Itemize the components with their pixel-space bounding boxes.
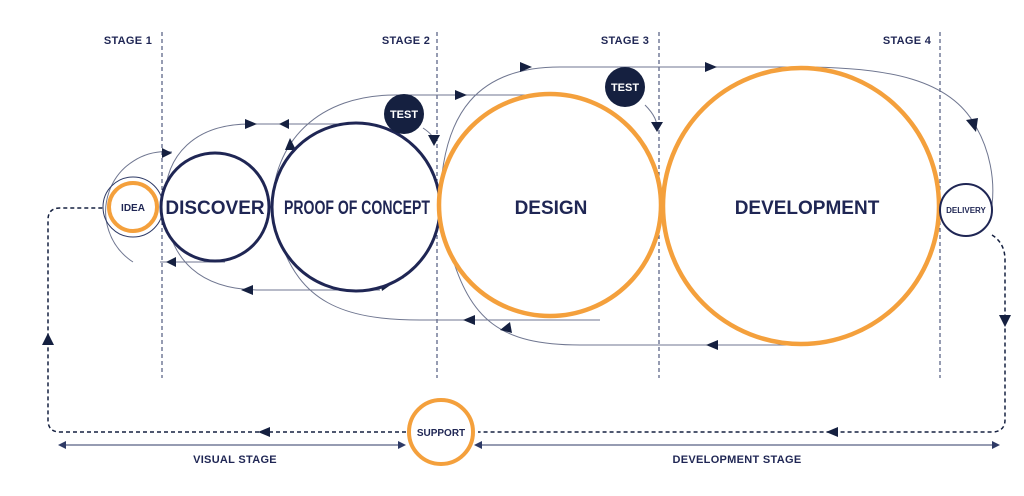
main-circles — [102, 65, 993, 347]
test-badges: TEST TEST — [384, 67, 645, 134]
support-circle — [407, 398, 475, 466]
test-badge-2 — [605, 67, 645, 107]
arrow-test2-down — [651, 122, 663, 132]
poc-bottom-path — [279, 239, 600, 321]
delivery-label: DELIVERY — [946, 206, 986, 215]
discover-label: DISCOVER — [165, 198, 265, 219]
design-top-path — [439, 66, 976, 211]
idea-circle — [107, 181, 159, 233]
delivery-right-path — [974, 124, 994, 206]
arrow-design-bottom-left — [463, 315, 475, 325]
delivery-down-dashed — [478, 234, 1006, 433]
dev-stage-arrow-right — [992, 441, 1000, 449]
development-stage-label: DEVELOPMENT STAGE — [673, 454, 802, 466]
design-bottom-path — [449, 249, 790, 346]
proof-of-concept-label: PROOF OF CONCEPT — [284, 198, 430, 219]
stage-3-label: STAGE 3 — [601, 35, 649, 47]
arrow-test1-down — [428, 135, 440, 146]
arrow-design-top — [520, 62, 532, 72]
arrow-poc-loop — [285, 138, 296, 150]
arrow-discover-left — [166, 257, 176, 267]
idea-label: IDEA — [121, 203, 145, 214]
stage-labels: STAGE 1 STAGE 2 STAGE 3 STAGE 4 — [104, 35, 932, 47]
design-label: DESIGN — [515, 198, 588, 219]
test-badge-2-label: TEST — [611, 82, 639, 94]
stage-range-arrowheads — [58, 441, 1000, 449]
visual-stage-arrow-left — [58, 441, 66, 449]
arrow-dev-top — [705, 62, 717, 72]
arrow-poc-top-left — [279, 119, 289, 129]
support-label: SUPPORT — [417, 428, 465, 439]
support-arrowheads — [42, 315, 1011, 437]
arrow-delivery-in — [966, 118, 978, 132]
arrow-poc-top — [455, 90, 467, 100]
idea-loop-path — [105, 151, 173, 263]
stage-4-label: STAGE 4 — [883, 35, 932, 47]
development-label: DEVELOPMENT — [735, 198, 880, 219]
test-badge-1-label: TEST — [390, 109, 418, 121]
visual-stage-arrow-right — [398, 441, 406, 449]
arrow-dev-bottom — [706, 340, 718, 350]
dev-stage-arrow-left — [474, 441, 482, 449]
arrow-left-up — [42, 333, 54, 345]
arrow-support-left-right — [826, 427, 838, 437]
arrow-discover-bottom — [241, 285, 253, 295]
delivery-circle — [939, 183, 993, 237]
arrow-discover-top — [245, 119, 257, 129]
node-labels: IDEA DISCOVER PROOF OF CONCEPT DESIGN DE… — [121, 198, 986, 219]
visual-stage-label: VISUAL STAGE — [193, 454, 277, 466]
support-loop — [47, 207, 1006, 433]
test-badge-1 — [384, 94, 424, 134]
arrow-design-lower-left — [500, 322, 512, 333]
development-circle — [660, 65, 942, 347]
arrow-delivery-down — [999, 315, 1011, 327]
arrow-support-left-1 — [258, 427, 270, 437]
support-left-dashed — [47, 207, 406, 433]
arrow-idea-right — [162, 148, 172, 158]
stage-2-label: STAGE 2 — [382, 35, 430, 47]
stage-1-label: STAGE 1 — [104, 35, 152, 47]
discover-circle — [159, 151, 271, 263]
